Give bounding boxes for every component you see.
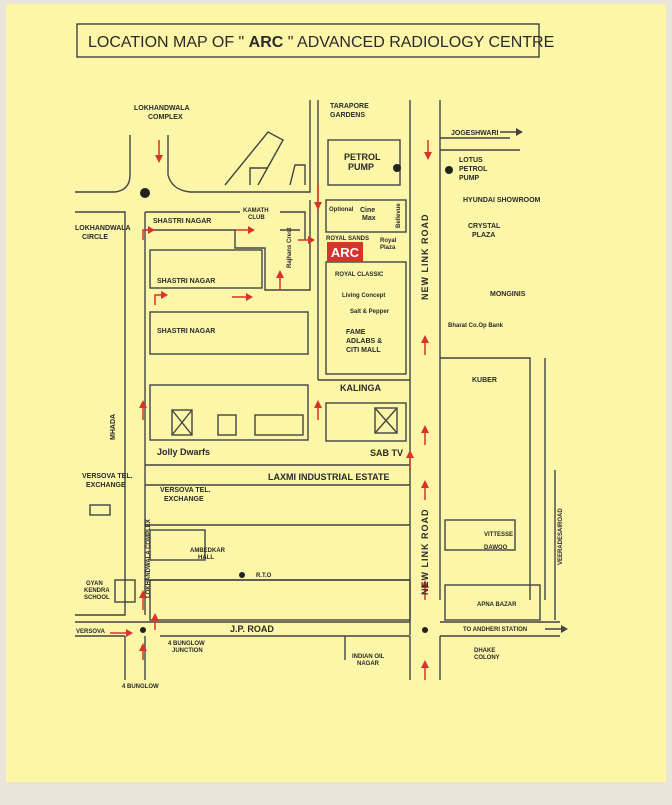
lbl-apna-bazar: APNA BAZAR <box>477 602 517 608</box>
lbl-new-link-road-top: NEW LINK ROAD <box>420 214 430 301</box>
lbl-jp-road: J.P. ROAD <box>230 624 274 634</box>
lbl-bellevue: Bellevue <box>396 203 402 228</box>
versova-dot <box>140 627 146 633</box>
lbl-rto: R.T.O <box>256 573 272 579</box>
lbl-royal-sands: ROYAL SANDS <box>326 236 369 242</box>
lbl-optional: Optional <box>329 207 354 213</box>
lbl-bharat-bank: Bharat Co.Op Bank <box>448 323 504 329</box>
rto-dot <box>239 572 245 578</box>
lbl-veera-desai: VEERADESAIROAD <box>558 508 564 565</box>
lbl-living-concept: Living Concept <box>342 293 385 299</box>
lbl-salt-pepper: Salt & Pepper <box>350 309 390 315</box>
lotus-petrol-dot <box>445 166 453 174</box>
lbl-lokhandwala-road: LOKHANDWALA COMPLEX <box>146 519 152 598</box>
map-title: LOCATION MAP OF " ARC " ADVANCED RADIOLO… <box>88 34 554 51</box>
lbl-new-link-road-bottom: NEW LINK ROAD <box>420 509 430 596</box>
lbl-dawoo: DAWOO <box>484 545 508 551</box>
lbl-rajhans: Rajhans Crest <box>287 228 293 268</box>
lbl-kalinga: KALINGA <box>340 383 381 393</box>
lbl-shastri-2: SHASTRI NAGAR <box>157 328 215 335</box>
lbl-to-andheri: TO ANDHERI STATION <box>463 627 527 633</box>
lbl-versova-tel-left: VERSOVA TEL.EXCHANGE <box>82 473 133 489</box>
roundabout-dot <box>140 188 150 198</box>
lbl-shastri-road: SHASTRI NAGAR <box>153 218 211 225</box>
crossed-boxes <box>171 407 398 436</box>
lbl-4-bunglow: 4 BUNGLOW <box>122 684 159 690</box>
arc-marker[interactable] <box>327 242 363 262</box>
lbl-laxmi: LAXMI INDUSTRIAL ESTATE <box>268 472 390 482</box>
lbl-hyundai: HYUNDAI SHOWROOM <box>463 197 541 204</box>
road-lines <box>75 100 560 680</box>
black-arrows <box>500 128 568 633</box>
building-blocks <box>89 139 541 621</box>
lbl-vittesse: VITTESSE <box>484 532 513 538</box>
lbl-sabtv: SAB TV <box>370 448 403 458</box>
lbl-mhada: MHADA <box>110 414 117 440</box>
lbl-jogeshwari: JOGESHWARI <box>451 130 499 137</box>
lbl-versova-tel-block: VERSOVA TEL.EXCHANGE <box>160 487 211 503</box>
petrol-pump-dot <box>393 164 401 172</box>
junction-dot <box>422 627 428 633</box>
map-background <box>6 4 666 782</box>
direction-arrows <box>110 140 432 680</box>
arc-marker-label: ARC <box>331 245 360 260</box>
lbl-royal-classic: ROYAL CLASSIC <box>335 272 384 278</box>
lbl-kuber: KUBER <box>472 377 497 384</box>
lbl-versova: VERSOVA <box>76 629 106 635</box>
lbl-monginis: MONGINIS <box>490 291 526 298</box>
lbl-shastri-1: SHASTRI NAGAR <box>157 278 215 285</box>
title-box <box>76 23 540 58</box>
lbl-jolly: Jolly Dwarfs <box>157 447 210 457</box>
